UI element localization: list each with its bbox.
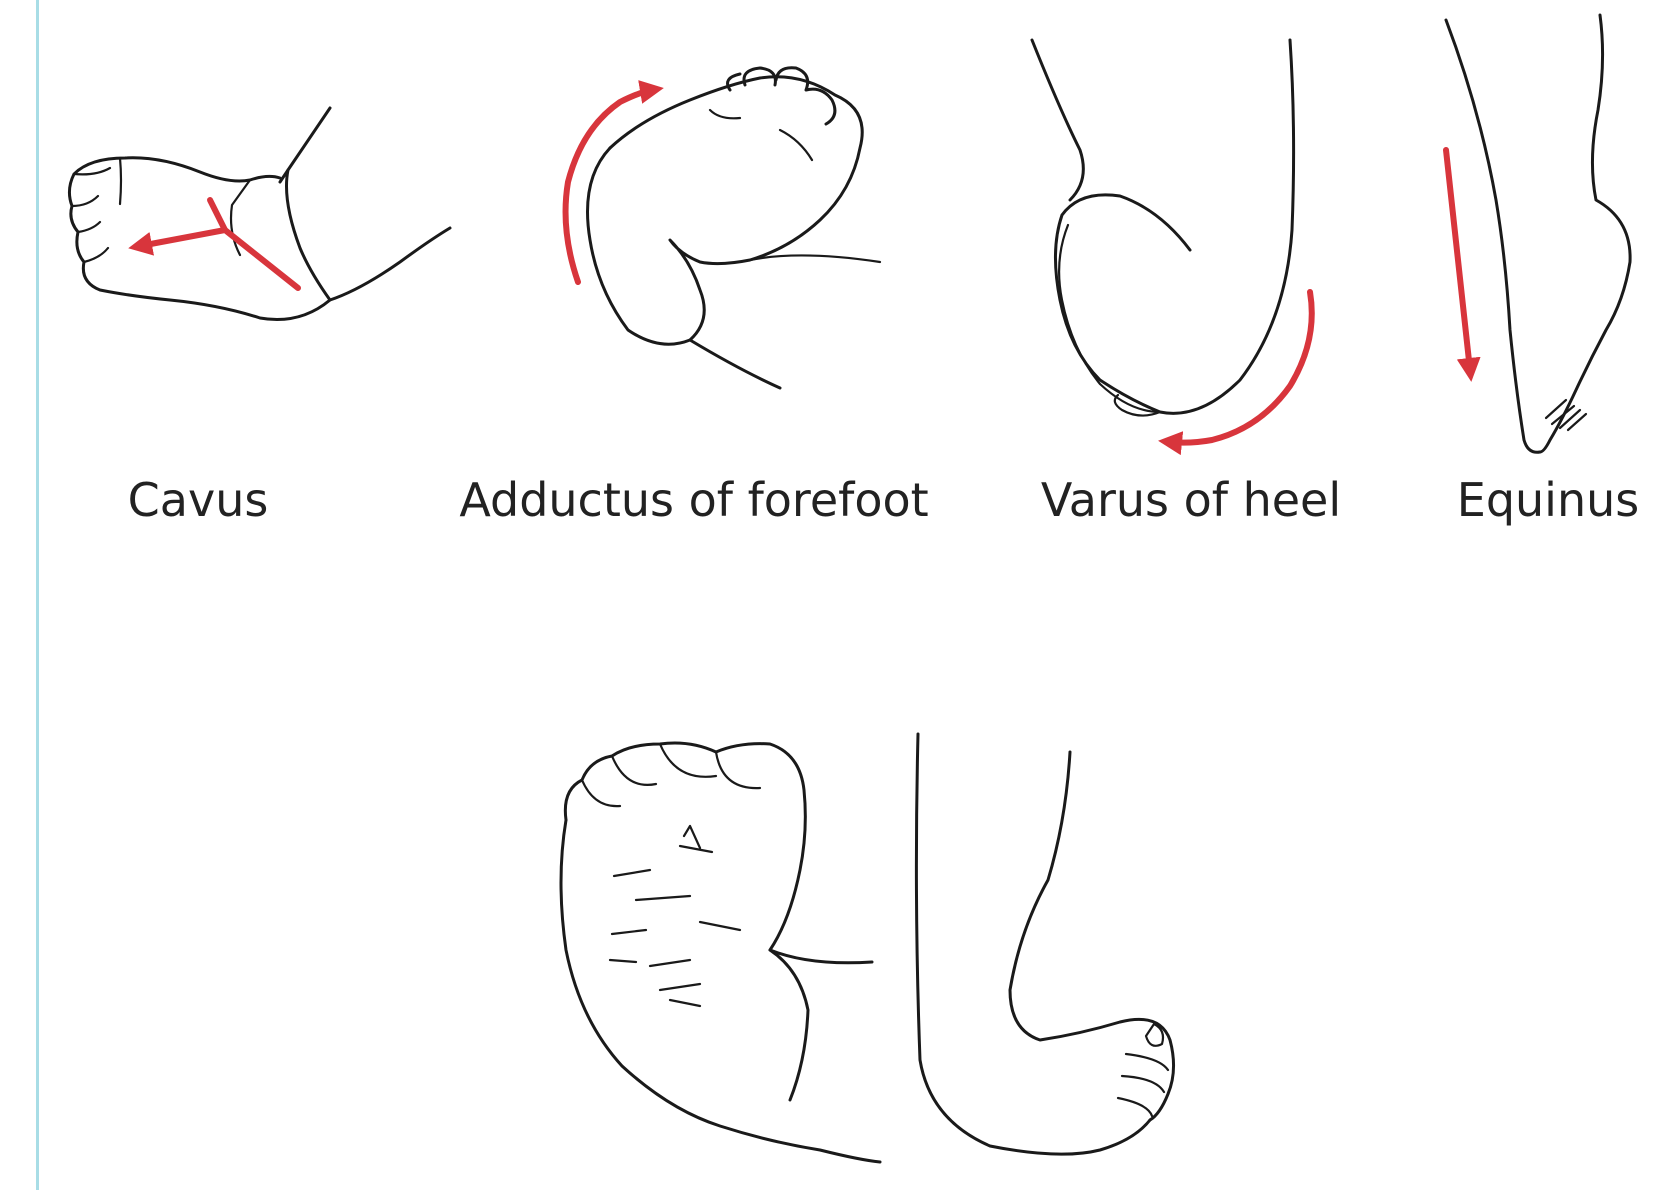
cavus-foot-icon [69, 108, 450, 320]
caption-cavus: Cavus [118, 470, 278, 530]
adductus-foot-icon [566, 68, 880, 388]
equinus-foot-icon [1446, 15, 1630, 452]
caption-equinus: Equinus [1448, 470, 1648, 530]
caption-adductus: Adductus of forefoot [454, 470, 934, 530]
varus-heel-icon [1032, 40, 1312, 443]
clubfoot-sole-and-side-icon [561, 734, 1174, 1162]
caption-varus: Varus of heel [1036, 470, 1346, 530]
